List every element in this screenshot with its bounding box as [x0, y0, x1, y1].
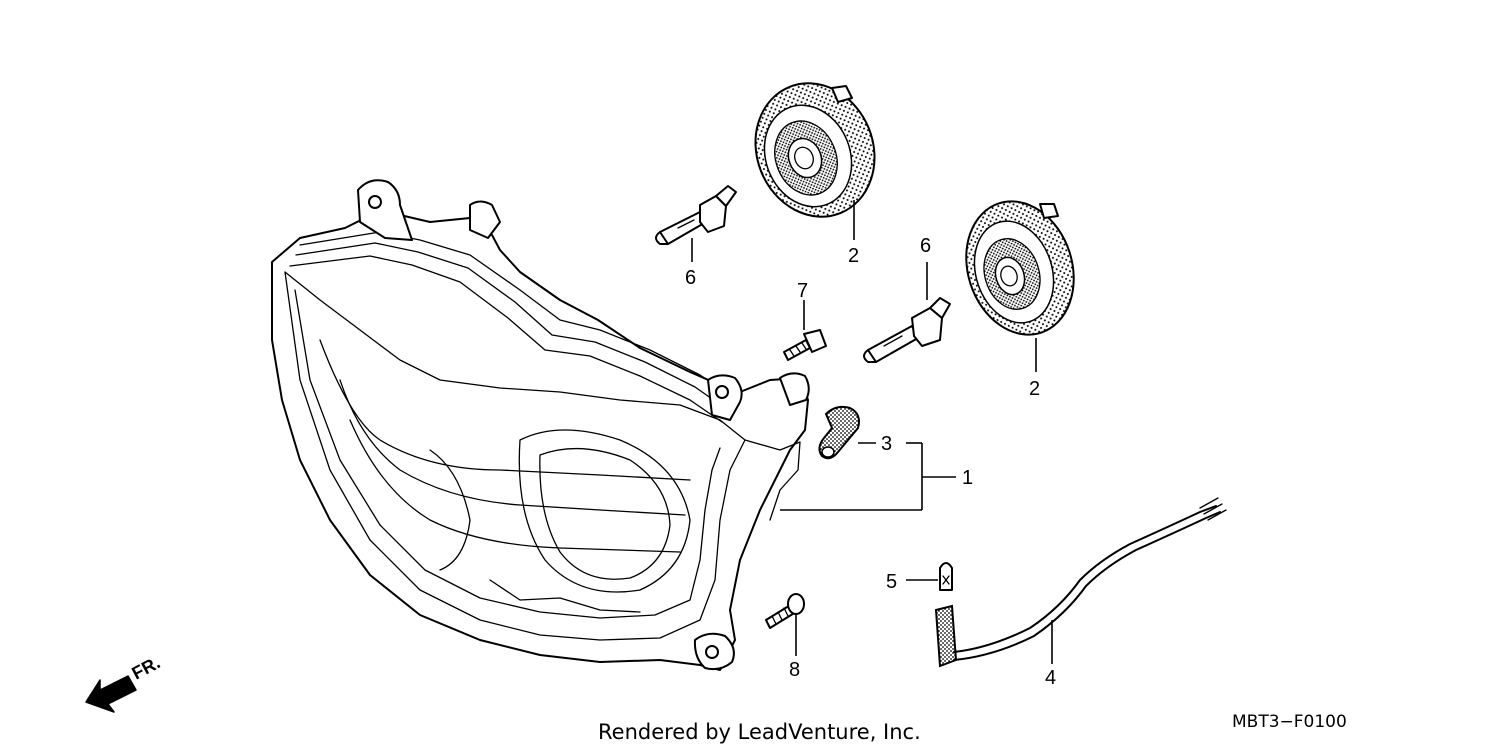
callout-2-lower: 2 — [1029, 378, 1040, 400]
callout-5: 5 — [886, 571, 897, 593]
callout-2-upper: 2 — [848, 245, 859, 267]
diagram-code: MBT3−F0100 — [1232, 712, 1347, 732]
callout-6-upper: 6 — [685, 267, 696, 289]
callout-6-lower: 6 — [920, 235, 931, 257]
front-direction-arrow — [85, 675, 137, 713]
headlight-assembly[interactable] — [271, 179, 810, 671]
dust-cover-upper[interactable] — [736, 65, 894, 235]
callout-8: 8 — [789, 659, 800, 681]
headlight-bulb-lower[interactable] — [863, 297, 951, 363]
footer-credit: Rendered by LeadVenture, Inc. — [598, 720, 921, 744]
callout-7: 7 — [797, 280, 808, 302]
front-indicator-label: FR. — [128, 652, 163, 683]
headlight-bulb-upper[interactable] — [655, 185, 737, 245]
callout-4: 4 — [1045, 667, 1056, 689]
screw-part-7[interactable] — [783, 329, 827, 361]
callout-3: 3 — [881, 433, 892, 455]
small-bulb-part-5[interactable] — [939, 562, 953, 591]
leader-lines — [691, 200, 1053, 664]
dust-cover-lower[interactable] — [950, 187, 1091, 348]
socket-wire-part-4[interactable] — [934, 497, 1227, 668]
callout-1: 1 — [962, 467, 973, 489]
grommet-part-3[interactable] — [818, 405, 860, 460]
screw-part-8[interactable] — [765, 593, 805, 629]
